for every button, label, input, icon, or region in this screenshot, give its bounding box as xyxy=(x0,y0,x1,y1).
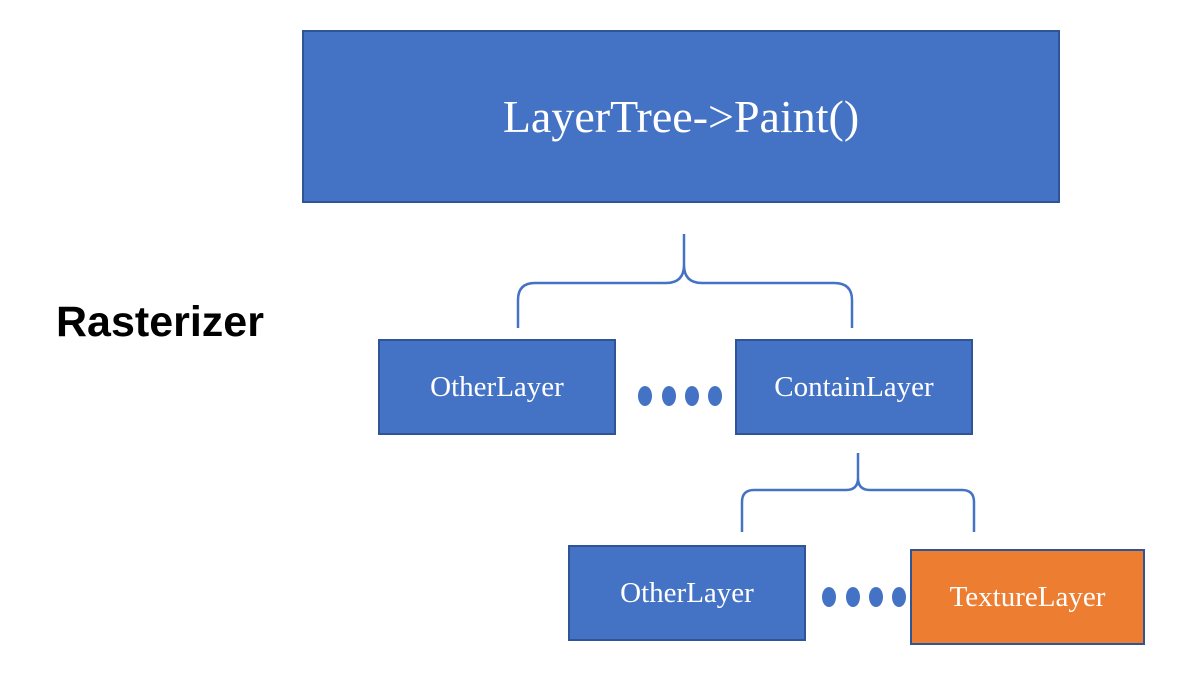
dot xyxy=(846,587,860,607)
node-layertree-paint: LayerTree->Paint() xyxy=(302,30,1060,203)
dot xyxy=(708,386,722,406)
dot xyxy=(869,587,883,607)
dot xyxy=(892,587,906,607)
brace-upper xyxy=(516,234,854,328)
ellipsis-dots-level1 xyxy=(638,386,722,406)
dot xyxy=(638,386,652,406)
ellipsis-dots-level2 xyxy=(822,587,906,607)
dot xyxy=(822,587,836,607)
dot xyxy=(662,386,676,406)
brace-lower xyxy=(740,453,976,532)
node-other-layer-2: OtherLayer xyxy=(568,545,806,641)
rasterizer-label: Rasterizer xyxy=(56,298,264,346)
dot xyxy=(685,386,699,406)
node-other-layer-1: OtherLayer xyxy=(378,339,616,435)
node-contain-layer: ContainLayer xyxy=(735,339,973,435)
node-texture-layer: TextureLayer xyxy=(910,549,1145,645)
